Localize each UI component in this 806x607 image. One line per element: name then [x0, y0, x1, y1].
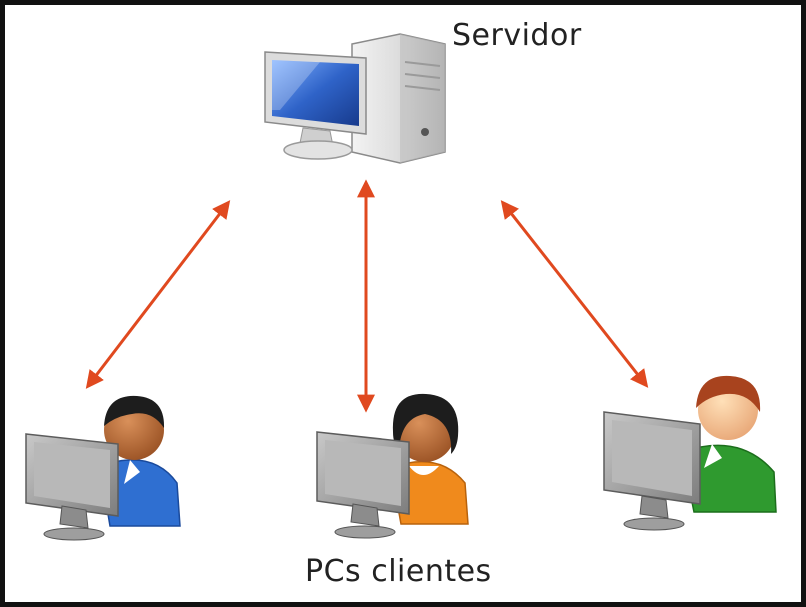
connection-arrows — [85, 179, 649, 413]
client-left-icon — [25, 395, 181, 541]
arrow-right-client — [500, 200, 649, 388]
clients-label: PCs clientes — [305, 554, 492, 589]
server-computer-icon — [264, 33, 446, 164]
server-label: Servidor — [452, 18, 582, 53]
arrow-left-client — [85, 200, 231, 389]
client-right-icon — [603, 375, 777, 531]
client-middle-icon — [316, 393, 469, 539]
